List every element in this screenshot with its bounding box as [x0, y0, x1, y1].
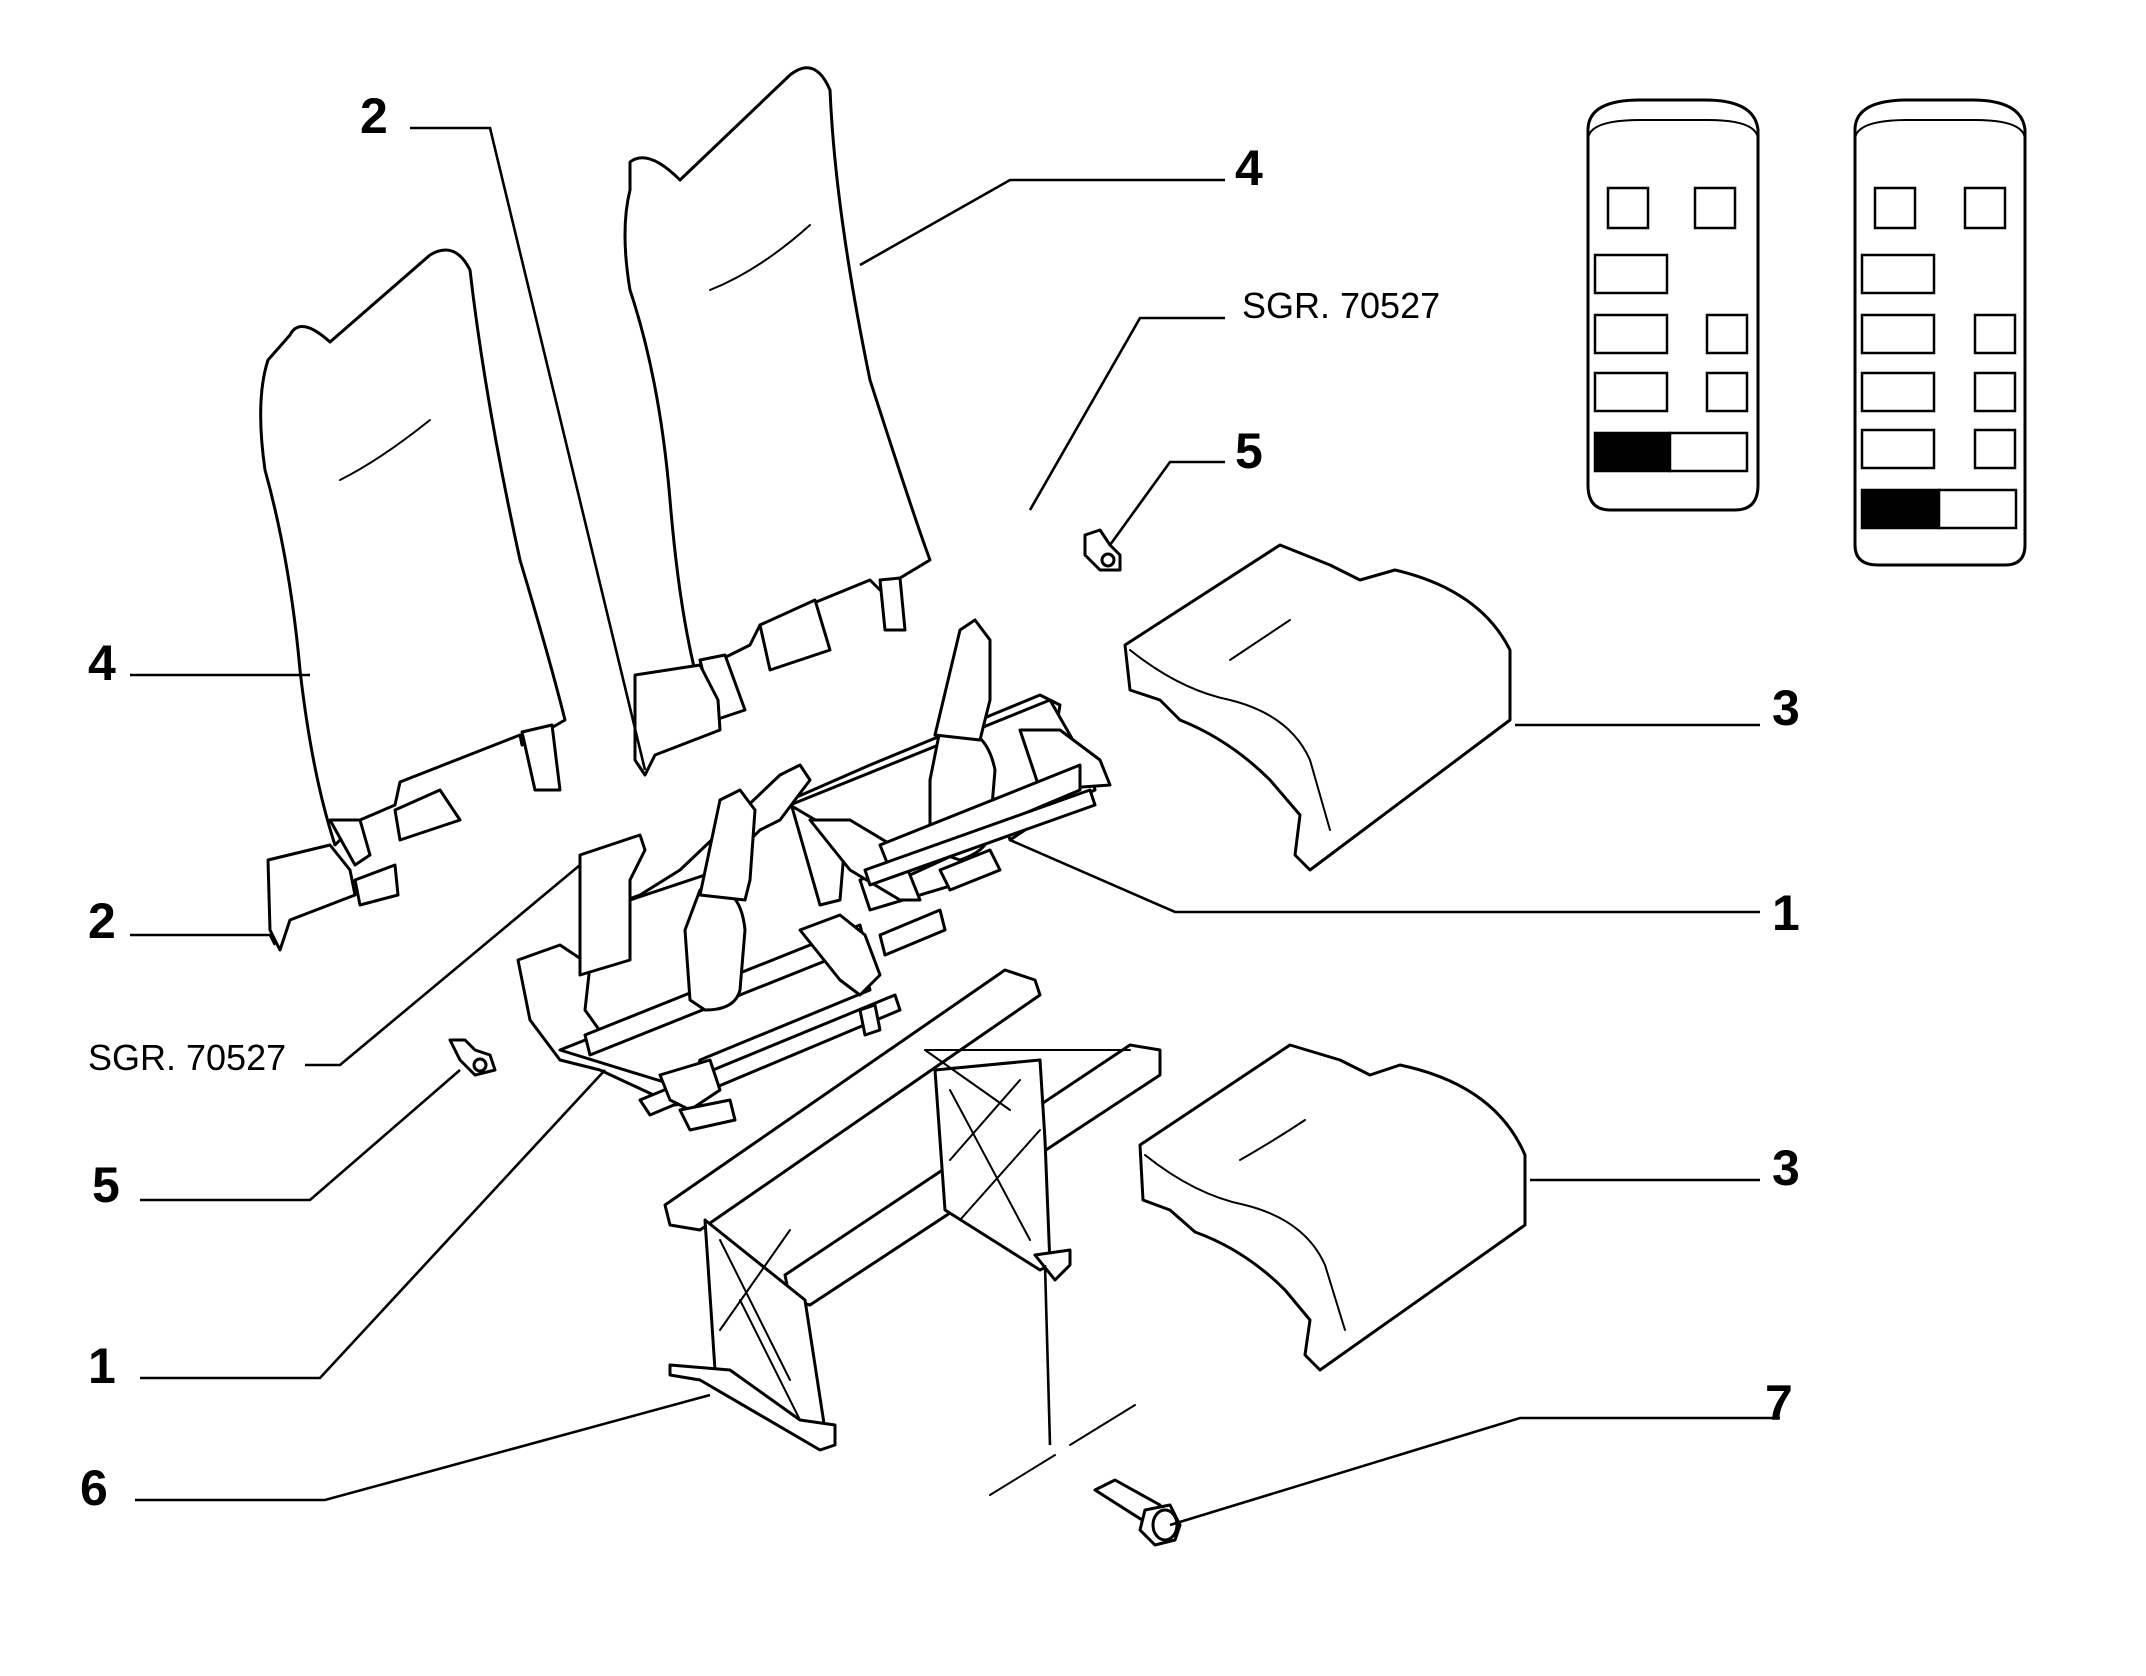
callout-3-top: 3 [1772, 680, 1800, 736]
callout-2-top: 2 [360, 88, 388, 144]
backrest-right [623, 66, 932, 777]
leader-lines [130, 126, 1780, 1527]
callout-1-left: 1 [88, 1338, 116, 1394]
seat-layout-legend-a [1586, 98, 1760, 512]
callout-7: 7 [1765, 1375, 1793, 1431]
bench-support-frame [663, 968, 1162, 1452]
seat-frame-right [788, 618, 1112, 957]
bolt [1093, 1478, 1182, 1547]
clip-right [1083, 528, 1122, 572]
callout-4-top: 4 [1235, 140, 1263, 196]
clip-left [448, 1038, 497, 1077]
backrest-left [259, 248, 567, 952]
ref-label-left: SGR. 70527 [88, 1037, 286, 1078]
ref-label-top: SGR. 70527 [1242, 285, 1440, 326]
callout-2-left: 2 [88, 893, 116, 949]
callout-1-right: 1 [1772, 885, 1800, 941]
cushion-bottom [1138, 1043, 1527, 1372]
callout-5-left: 5 [92, 1157, 120, 1213]
callout-6: 6 [80, 1460, 108, 1516]
callout-4-left: 4 [88, 635, 116, 691]
seat-layout-legend-b [1853, 98, 2027, 567]
break-marks [989, 1404, 1136, 1496]
callout-5-top: 5 [1235, 423, 1263, 479]
seat-frame-left [516, 763, 902, 1132]
callout-3-bottom: 3 [1772, 1140, 1800, 1196]
cushion-top [1123, 543, 1512, 872]
